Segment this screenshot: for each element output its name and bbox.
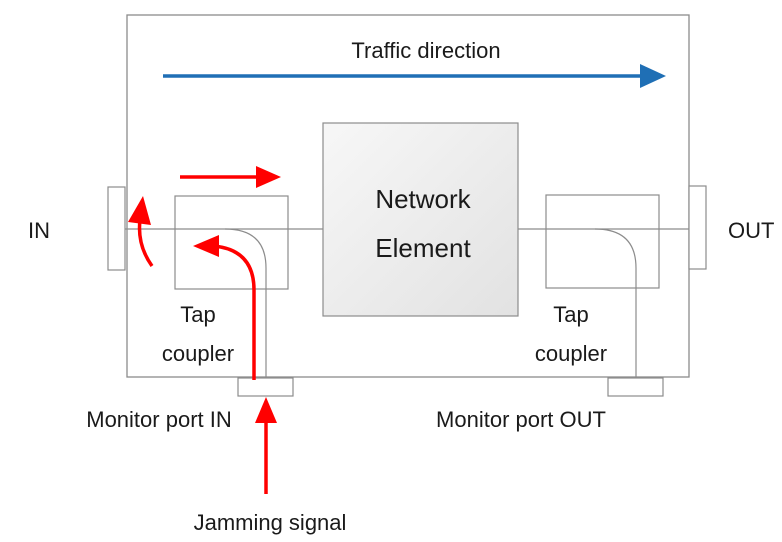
- network-element-label-line2: Element: [375, 233, 471, 263]
- tap-coupler-left-label-line1: Tap: [180, 302, 215, 327]
- signal-reflect-arrow: [137, 219, 154, 268]
- traffic-direction-label: Traffic direction: [351, 38, 500, 63]
- jamming-signal-label: Jamming signal: [194, 510, 347, 535]
- jamming-signal-arrowhead: [255, 397, 277, 423]
- traffic-direction-arrowhead: [640, 64, 666, 88]
- in-port-label: IN: [28, 218, 50, 243]
- tap-coupler-right-label-line1: Tap: [553, 302, 588, 327]
- tap-coupler-right: [545, 194, 660, 289]
- signal-forward-arrowhead: [256, 166, 281, 188]
- network-element-label-line1: Network: [375, 184, 471, 214]
- tap-coupler-right-label-line2: coupler: [535, 341, 607, 366]
- tap-coupler-left-branch: [224, 228, 267, 380]
- tap-coupler-left: [174, 195, 289, 290]
- signal-injection-arrow: [213, 244, 256, 380]
- out-port-label: OUT: [728, 218, 774, 243]
- in-port-connector: [107, 186, 126, 271]
- monitor-port-out-label: Monitor port OUT: [436, 407, 606, 432]
- tap-coupler-right-branch: [594, 228, 637, 380]
- monitor-port-in-label: Monitor port IN: [86, 407, 232, 432]
- signal-injection-arrowhead: [193, 235, 219, 257]
- out-port-connector: [688, 185, 707, 270]
- monitor-port-out-connector: [607, 377, 664, 397]
- monitor-port-in-connector: [237, 377, 294, 397]
- signal-reflect-arrowhead: [128, 196, 151, 225]
- tap-coupler-left-label-line2: coupler: [162, 341, 234, 366]
- network-element-box: [322, 122, 519, 317]
